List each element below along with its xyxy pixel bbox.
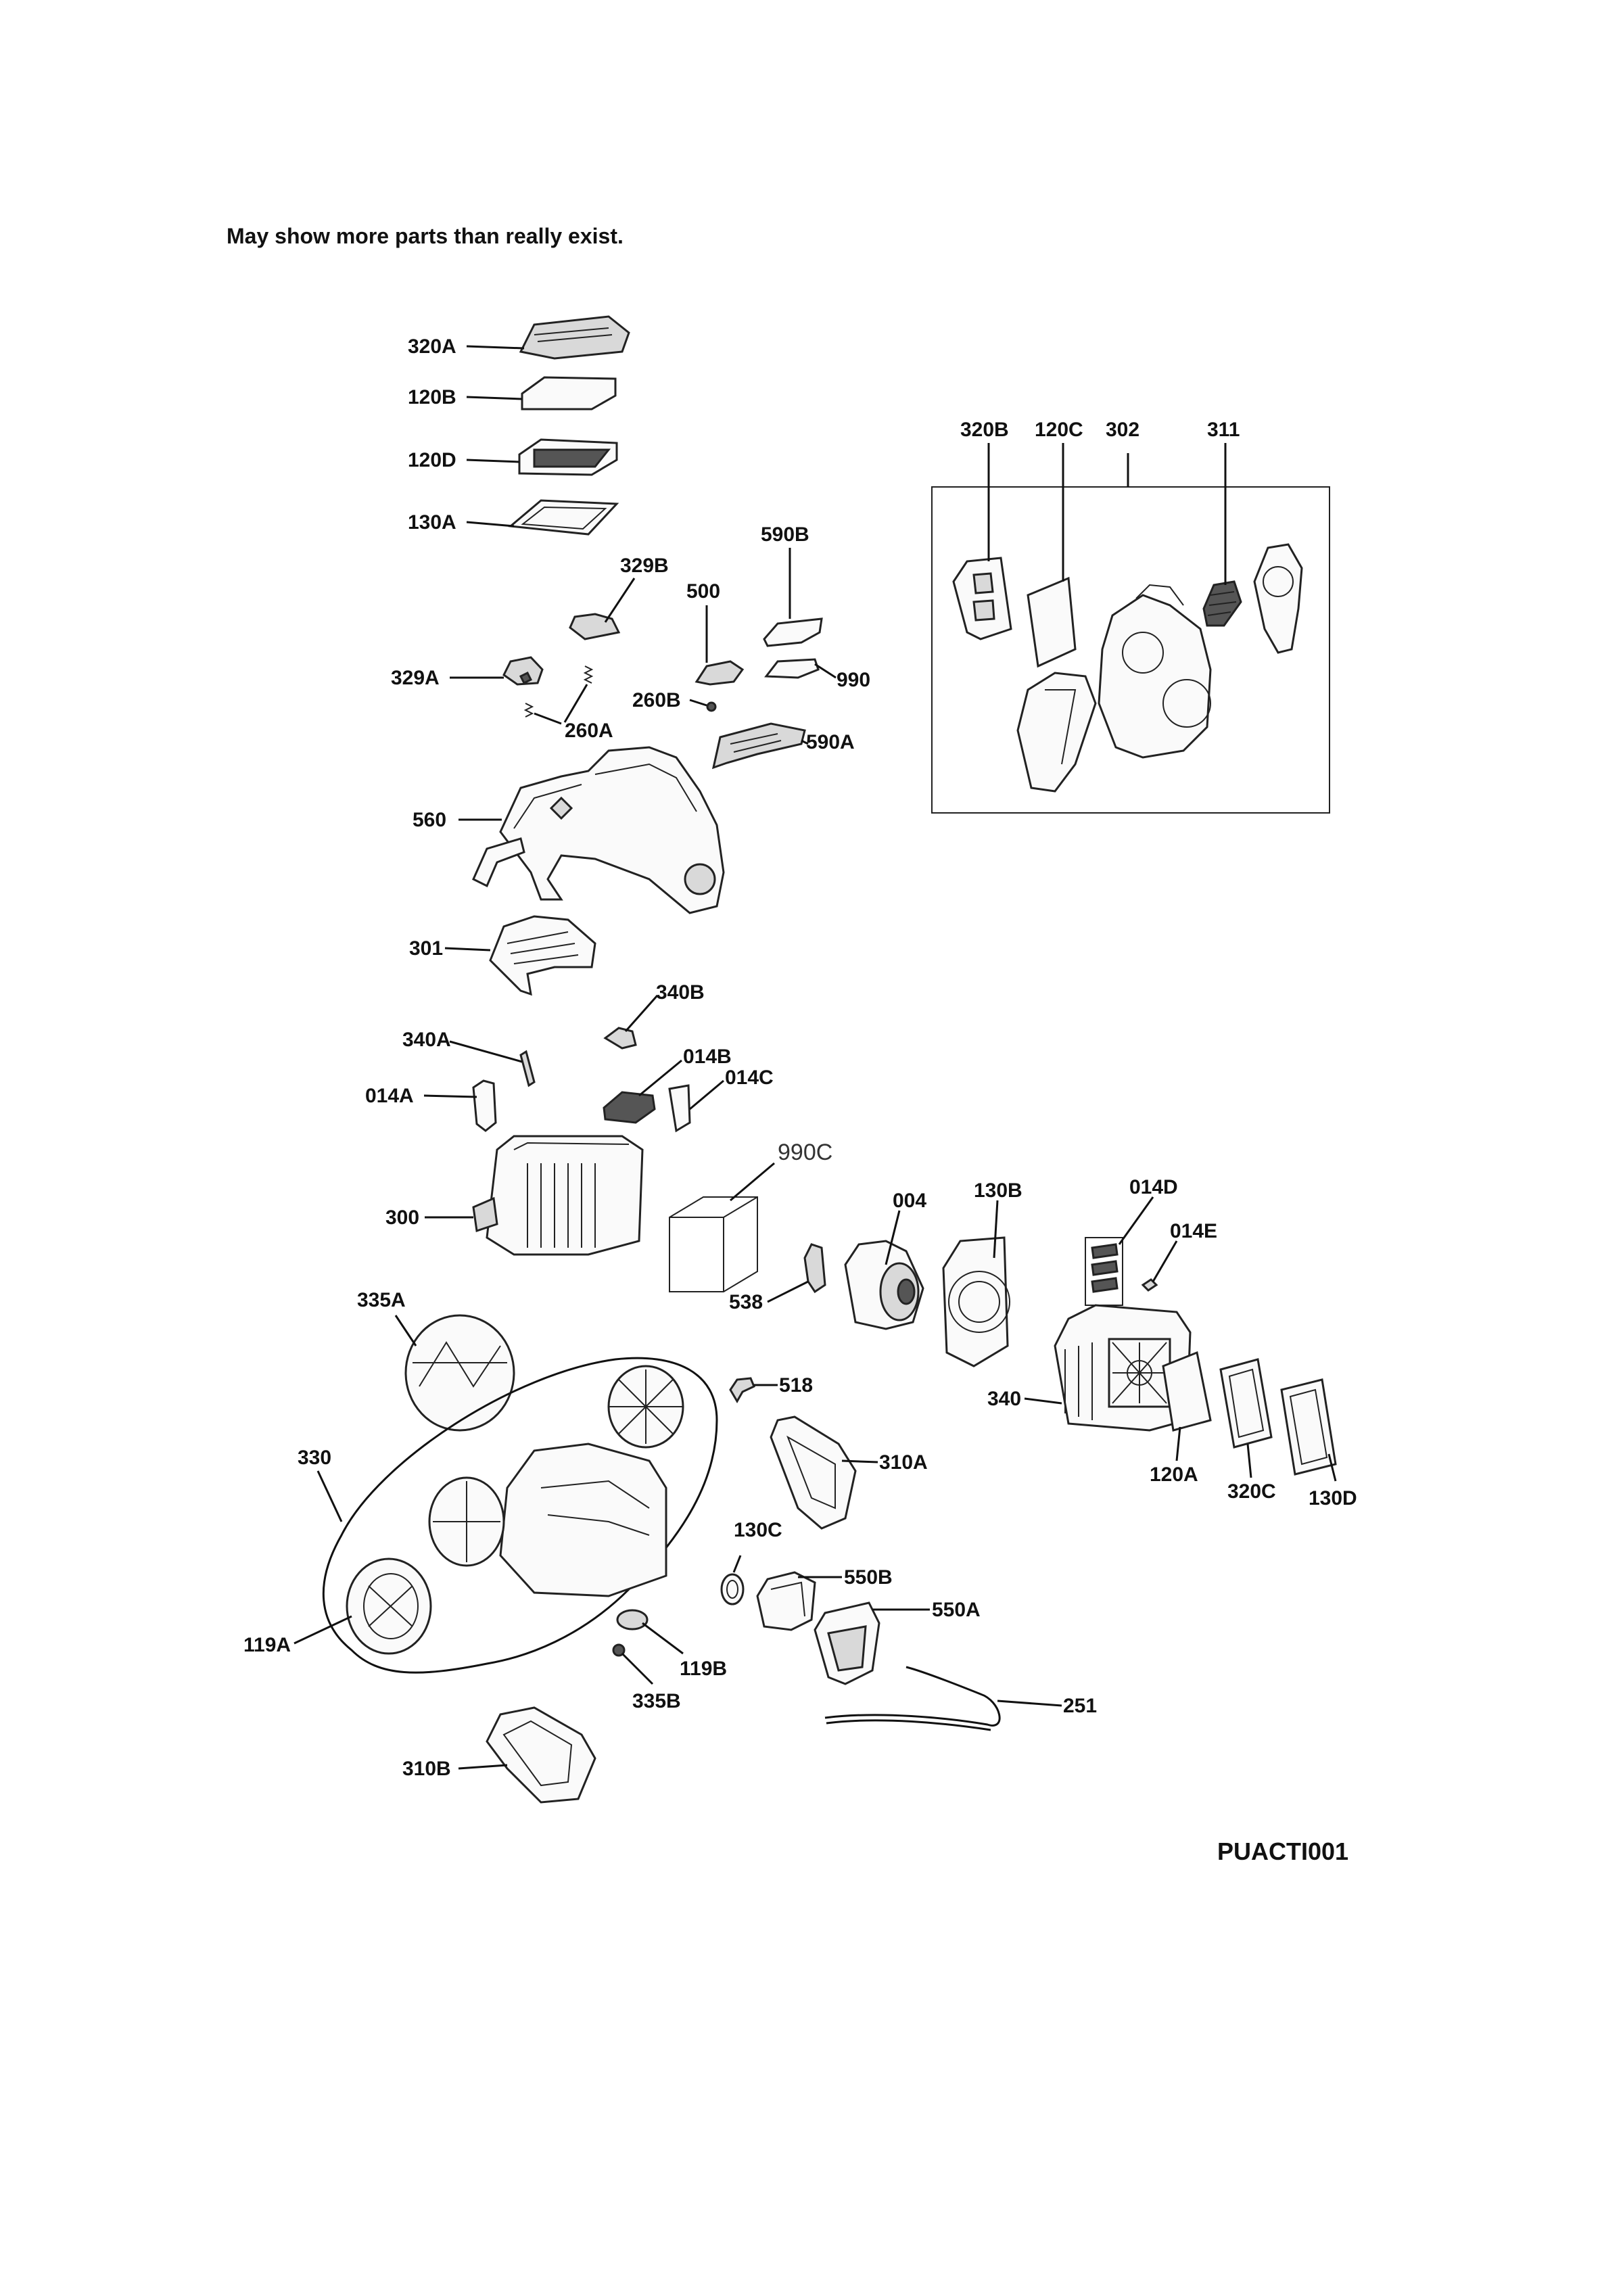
part-120C: 120C xyxy=(1027,419,1083,668)
part-label: 340A xyxy=(402,1029,451,1051)
part-label: 014E xyxy=(1170,1220,1217,1242)
part-340A: 340A xyxy=(402,1029,536,1087)
part-320B: 320B xyxy=(952,419,1012,640)
part-014A: 014A xyxy=(365,1079,497,1132)
part-130A: 130A xyxy=(408,499,619,536)
part-301: 301 xyxy=(409,915,596,996)
part-label: 130D xyxy=(1309,1487,1357,1509)
inset-inlet xyxy=(1253,543,1303,654)
part-590B: 590B xyxy=(761,523,823,647)
part-500: 500 xyxy=(686,580,745,686)
part-label: 320C xyxy=(1227,1480,1276,1503)
part-label: 251 xyxy=(1063,1695,1097,1717)
diagram-code: PUACTI001 xyxy=(1217,1837,1348,1865)
part-label: 335B xyxy=(632,1690,681,1712)
part-label: 340 xyxy=(987,1388,1021,1410)
part-120A: 120A xyxy=(1150,1351,1212,1486)
part-014D: 014D xyxy=(1085,1176,1178,1306)
part-label: 990C xyxy=(778,1140,832,1165)
part-label: 119B xyxy=(680,1658,727,1680)
part-550A: 550A xyxy=(814,1599,981,1685)
part-label: 130C xyxy=(734,1519,782,1541)
part-label: 310B xyxy=(402,1758,451,1780)
part-990C: 990C xyxy=(669,1140,832,1292)
part-label: 130A xyxy=(408,511,456,534)
label-302: 302 xyxy=(1106,419,1139,441)
part-260A: 260A xyxy=(523,665,613,742)
part-label: 014C xyxy=(725,1067,774,1089)
part-label: 004 xyxy=(893,1190,926,1212)
part-130B: 130B xyxy=(942,1179,1022,1367)
part-335B: 335B xyxy=(612,1643,681,1712)
part-310B: 310B xyxy=(402,1706,596,1804)
part-label: 130B xyxy=(974,1179,1022,1202)
part-560: 560 xyxy=(413,746,725,914)
part-label: 120B xyxy=(408,386,456,408)
part-004: 004 xyxy=(844,1190,926,1330)
part-label: 340B xyxy=(656,981,705,1004)
part-251: 251 xyxy=(824,1666,1097,1731)
inset-canister xyxy=(1098,594,1212,759)
part-538: 538 xyxy=(729,1243,826,1313)
part-311: 311 xyxy=(1202,419,1242,627)
part-014B: 014B xyxy=(603,1046,732,1124)
part-119B: 119B xyxy=(616,1609,727,1680)
part-014E: 014E xyxy=(1141,1220,1217,1292)
part-340: 340 xyxy=(987,1304,1192,1432)
part-label: 310A xyxy=(879,1451,928,1474)
part-320A: 320A xyxy=(408,315,630,360)
part-340B: 340B xyxy=(603,981,705,1050)
part-330: 330 xyxy=(298,1357,718,1674)
part-label: 329A xyxy=(391,667,440,689)
part-119A: 119A xyxy=(243,1557,432,1656)
part-014C: 014C xyxy=(668,1067,774,1133)
part-label: 300 xyxy=(385,1206,419,1229)
part-label: 320A xyxy=(408,335,456,358)
part-310A: 310A xyxy=(770,1415,928,1530)
part-label: 335A xyxy=(357,1289,406,1311)
part-label: 120D xyxy=(408,449,456,471)
part-label: 320B xyxy=(960,419,1009,441)
part-label: 120A xyxy=(1150,1463,1198,1486)
part-990: 990 xyxy=(764,658,870,691)
part-260B: 260B xyxy=(632,689,717,712)
part-590A: 590A xyxy=(711,722,855,770)
part-label: 330 xyxy=(298,1447,331,1469)
part-130D: 130D xyxy=(1280,1378,1357,1509)
part-label: 301 xyxy=(409,937,443,960)
part-550B: 550B xyxy=(756,1566,893,1631)
disclaimer-note: May show more parts than really exist. xyxy=(227,224,624,248)
part-329A: 329A xyxy=(391,656,544,689)
part-300: 300 xyxy=(385,1135,644,1256)
part-label: 990 xyxy=(837,669,870,691)
part-335A: 335A xyxy=(357,1289,515,1432)
part-130C: 130C xyxy=(720,1519,782,1606)
part-label: 311 xyxy=(1207,419,1240,441)
part-label: 550B xyxy=(844,1566,893,1589)
part-120B: 120B xyxy=(408,376,617,411)
part-label: 014B xyxy=(683,1046,732,1068)
inset-box: 302 320B 120C 311 xyxy=(931,419,1330,814)
part-label: 014A xyxy=(365,1085,414,1107)
part-label: 550A xyxy=(932,1599,981,1621)
part-label: 120C xyxy=(1035,419,1083,441)
part-329B: 329B xyxy=(569,555,669,640)
part-label: 590B xyxy=(761,523,809,546)
part-label: 560 xyxy=(413,809,446,831)
part-label: 260B xyxy=(632,689,681,711)
part-label: 500 xyxy=(686,580,720,603)
part-label: 590A xyxy=(806,731,855,753)
inset-cover xyxy=(1016,672,1097,793)
part-320C: 320C xyxy=(1219,1358,1276,1503)
part-120D: 120D xyxy=(408,438,618,476)
part-518: 518 xyxy=(729,1374,813,1403)
part-label: 329B xyxy=(620,555,669,577)
part-label: 260A xyxy=(565,720,613,742)
part-label: 538 xyxy=(729,1291,763,1313)
part-label: 014D xyxy=(1129,1176,1178,1198)
part-label: 518 xyxy=(779,1374,813,1397)
part-label: 119A xyxy=(243,1634,291,1656)
